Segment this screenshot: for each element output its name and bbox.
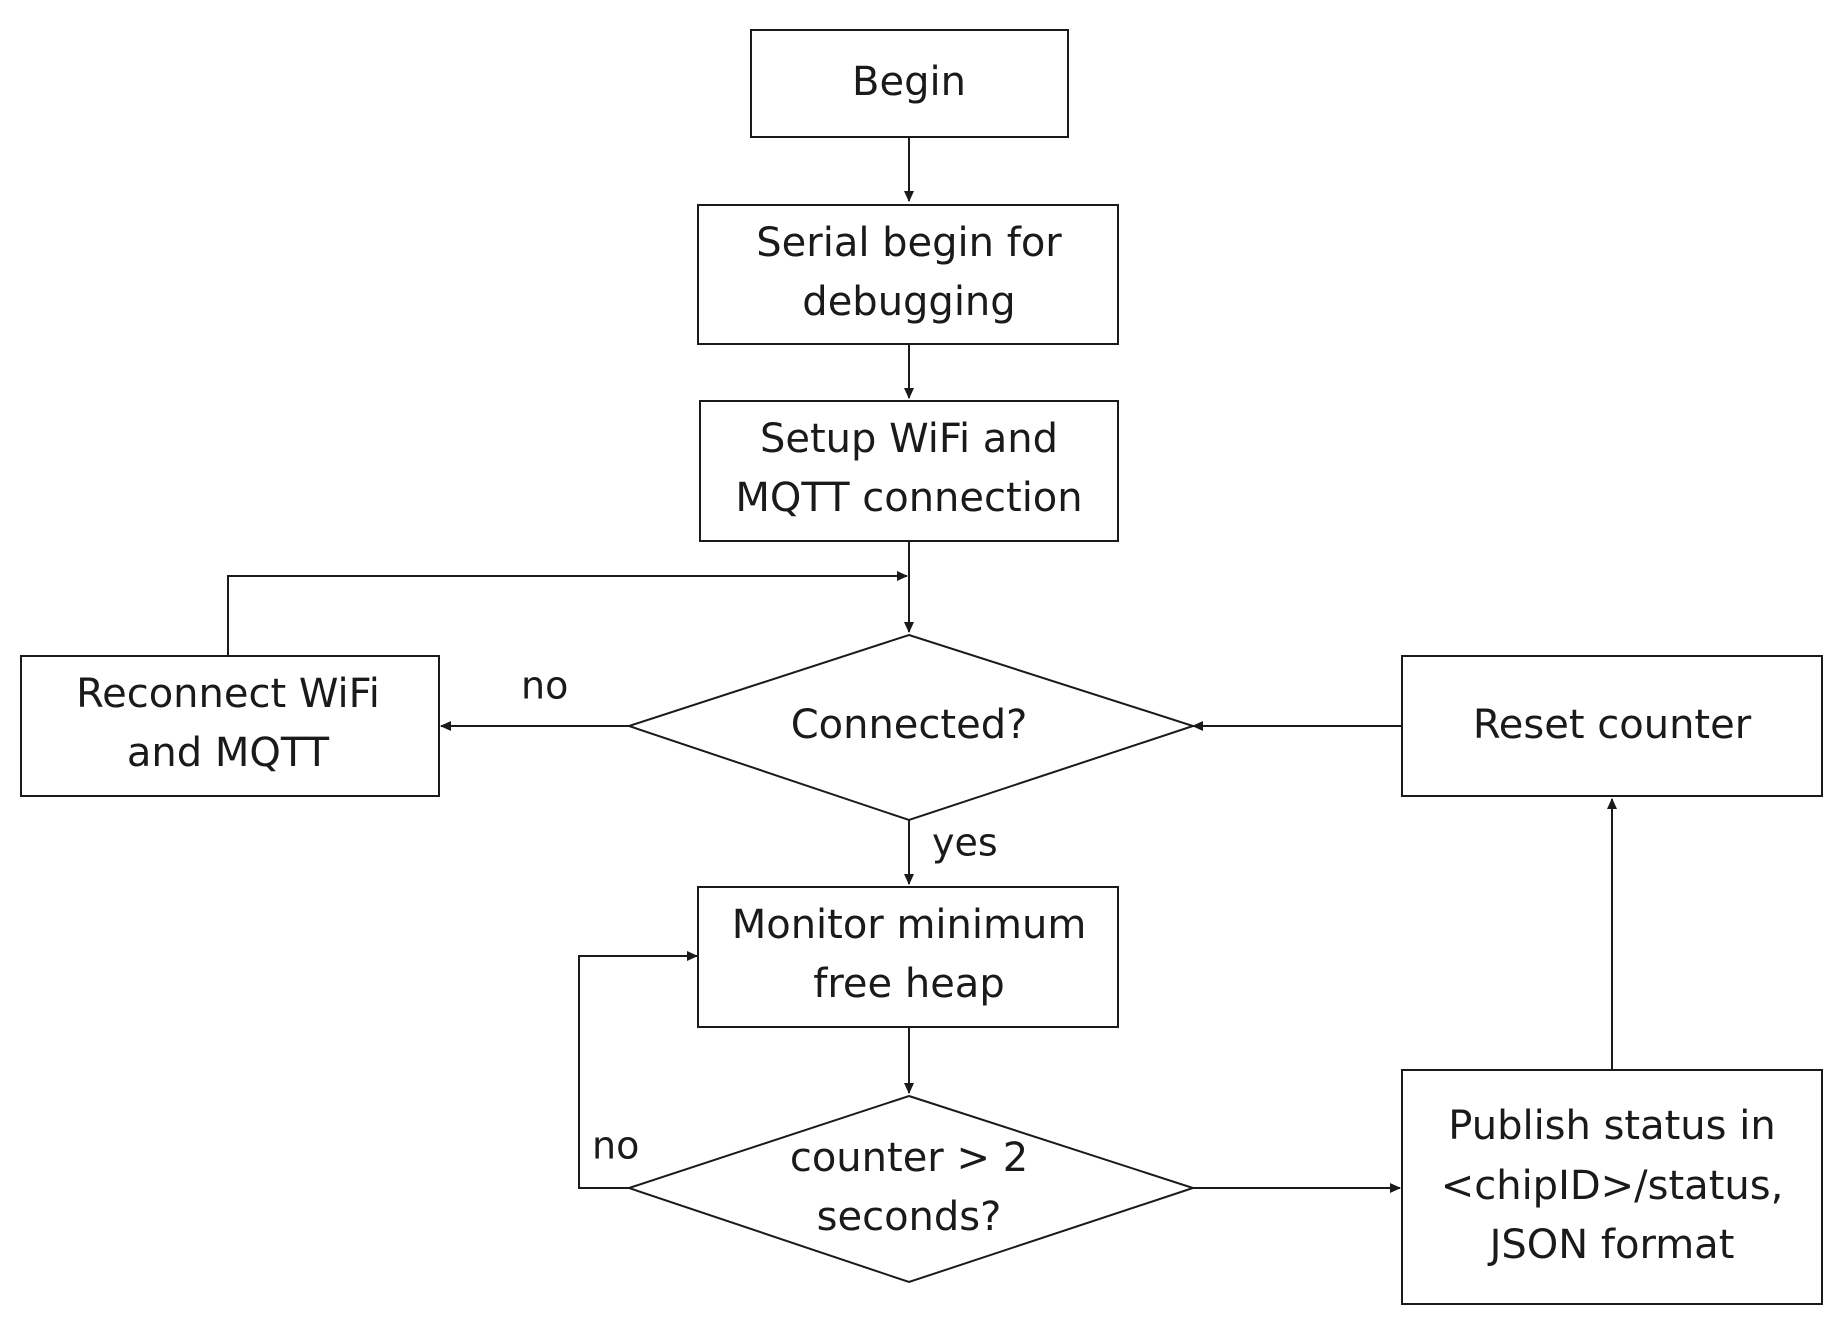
edge-counter-no-to-monitor [578, 951, 698, 1189]
connected-label: Connected? [791, 702, 1028, 748]
setup-wifi-node: Setup WiFi and MQTT connection [699, 400, 1119, 542]
serial-begin-label-line1: Serial begin for [756, 220, 1062, 266]
serial-begin-label-line2: debugging [802, 279, 1015, 325]
serial-begin-node: Serial begin for debugging [697, 204, 1119, 345]
connected-yes-label: yes [932, 821, 998, 865]
counter-label-line2: seconds? [817, 1194, 1002, 1240]
connected-no-label: no [521, 664, 568, 708]
counter-decision-node: counter > 2 seconds? [625, 1094, 1197, 1284]
reset-counter-label: Reset counter [1473, 702, 1752, 748]
monitor-label-line1: Monitor minimum [732, 902, 1087, 948]
edge-reconnect-loop-back [227, 571, 908, 655]
setup-wifi-label-line2: MQTT connection [735, 475, 1082, 521]
monitor-label-line2: free heap [813, 961, 1004, 1007]
edges [227, 137, 1617, 1193]
begin-node: Begin [750, 29, 1069, 138]
reset-counter-node: Reset counter [1401, 655, 1823, 797]
publish-label-line3: JSON format [1487, 1222, 1735, 1268]
setup-wifi-label-line1: Setup WiFi and [760, 416, 1058, 462]
reconnect-label-line2: and MQTT [127, 730, 330, 776]
publish-label-line2: <chipID>/status, [1441, 1163, 1784, 1209]
publish-label-line1: Publish status in [1448, 1103, 1775, 1149]
counter-label-line1: counter > 2 [790, 1135, 1028, 1181]
begin-label: Begin [852, 59, 966, 105]
reconnect-label-line1: Reconnect WiFi [76, 671, 380, 717]
reconnect-wifi-node: Reconnect WiFi and MQTT [20, 655, 440, 797]
publish-status-node: Publish status in <chipID>/status, JSON … [1401, 1069, 1823, 1305]
connected-decision-node: Connected? [625, 633, 1197, 822]
counter-no-label: no [592, 1124, 639, 1168]
monitor-heap-node: Monitor minimum free heap [697, 886, 1119, 1028]
